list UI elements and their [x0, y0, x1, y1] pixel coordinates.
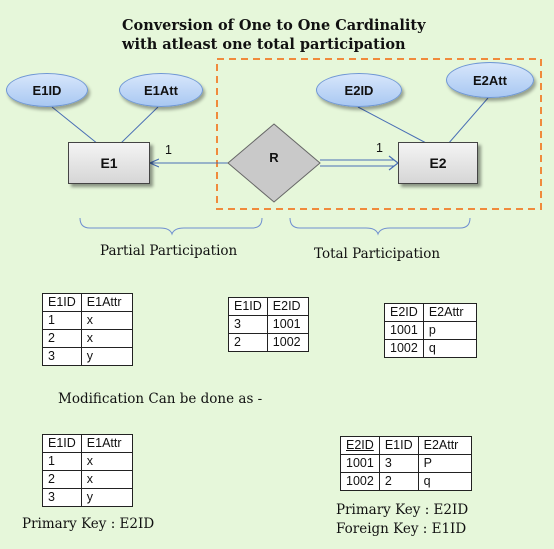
- cardinality-left: 1: [165, 143, 172, 157]
- attribute-e1id: E1ID: [6, 73, 88, 107]
- table-cell: P: [417, 454, 472, 473]
- table-row: 2 1002: [228, 333, 309, 352]
- table-cell: 1001: [266, 315, 309, 334]
- table-header-cell: E1ID: [42, 434, 82, 453]
- table-e2: E2ID E2Attr 1001 p 1002 q: [384, 303, 477, 358]
- table-header-cell: E2ID: [266, 297, 309, 316]
- cardinality-right: 1: [376, 141, 383, 155]
- modification-text: Modification Can be done as -: [58, 391, 263, 407]
- table-header-cell: E1ID: [42, 293, 82, 312]
- table-cell: p: [422, 321, 477, 340]
- table-row: 3 1001: [228, 315, 309, 334]
- table-cell: 1002: [266, 333, 309, 352]
- table-cell: 1001: [340, 454, 380, 473]
- table-cell: 1: [42, 452, 82, 471]
- entity-e2-label: E2: [429, 155, 447, 171]
- table-row: 3 y: [42, 347, 133, 366]
- partial-brace: [79, 217, 263, 236]
- entity-e2: E2: [398, 142, 478, 184]
- table-row: 2 x: [42, 470, 133, 489]
- e2att-connector: [447, 97, 489, 145]
- table-row: 1 x: [42, 452, 133, 471]
- table-header-cell: E1Attr: [80, 434, 133, 453]
- total-participation-box: [216, 58, 542, 210]
- relationship-label: R: [269, 150, 279, 165]
- table-cell: 1002: [384, 339, 424, 358]
- table-row: 2 x: [42, 329, 133, 348]
- total-brace: [289, 217, 471, 236]
- table-cell: 1001: [384, 321, 424, 340]
- attribute-e2att: E2Att: [446, 62, 534, 98]
- table-header-cell: E1ID: [228, 297, 268, 316]
- table-cell: 1002: [340, 472, 380, 491]
- relationship-diamond: [227, 123, 321, 203]
- table-cell: 3: [228, 315, 268, 334]
- table-cell: q: [422, 339, 477, 358]
- attribute-e2att-label: E2Att: [473, 72, 507, 88]
- entity-e1-label: E1: [100, 155, 118, 171]
- table-cell: y: [80, 347, 133, 366]
- table-e2-modified: E2ID E1ID E2Attr 1001 3 P 1002 2 q: [340, 436, 472, 491]
- table-cell: x: [80, 311, 133, 330]
- right-foreign-key-label: Foreign Key : E1ID: [336, 521, 467, 537]
- e1id-connector: [51, 106, 99, 145]
- table-header-row: E1ID E1Attr: [42, 293, 133, 312]
- title-line-1: Conversion of One to One Cardinality: [122, 17, 426, 34]
- attribute-e1att-label: E1Att: [144, 82, 178, 98]
- table-r: E1ID E2ID 3 1001 2 1002: [228, 297, 309, 352]
- table-header-cell: E2ID: [384, 303, 424, 322]
- table-cell: 1: [42, 311, 82, 330]
- table-row: 1 x: [42, 311, 133, 330]
- table-row: 1001 p: [384, 321, 477, 340]
- table-cell: y: [80, 488, 133, 507]
- partial-participation-label: Partial Participation: [100, 243, 238, 259]
- diagram-title: Conversion of One to One Cardinality wit…: [122, 16, 442, 54]
- table-header-row: E2ID E1ID E2Attr: [340, 436, 472, 455]
- table-header-cell: E1Attr: [80, 293, 133, 312]
- table-e1: E1ID E1Attr 1 x 2 x 3 y: [42, 293, 133, 366]
- right-primary-key-label: Primary Key : E2ID: [336, 502, 469, 518]
- table-cell: 3: [42, 488, 82, 507]
- table-header-row: E1ID E1Attr: [42, 434, 133, 453]
- e2id-connector: [357, 106, 429, 145]
- table-header-cell-primary-key: E2ID: [340, 436, 380, 455]
- total-participation-label: Total Participation: [314, 246, 441, 262]
- attribute-e1id-label: E1ID: [32, 82, 62, 98]
- table-cell: x: [80, 329, 133, 348]
- table-row: 1001 3 P: [340, 454, 472, 473]
- table-cell: 2: [42, 329, 82, 348]
- table-e1-modified: E1ID E1Attr 1 x 2 x 3 y: [42, 434, 133, 507]
- table-header-cell: E2Attr: [417, 436, 472, 455]
- table-header-cell: E1ID: [378, 436, 419, 455]
- attribute-e1att: E1Att: [119, 73, 203, 107]
- table-cell: 2: [42, 470, 82, 489]
- table-cell: x: [80, 470, 133, 489]
- table-cell: x: [80, 452, 133, 471]
- table-row: 1002 2 q: [340, 472, 472, 491]
- table-cell: 2: [228, 333, 268, 352]
- table-header-row: E1ID E2ID: [228, 297, 309, 316]
- e1att-connector: [119, 106, 159, 145]
- r-to-e2-arrowhead: [388, 155, 399, 171]
- table-header-cell: E2Attr: [422, 303, 477, 322]
- attribute-e2id: E2ID: [316, 73, 402, 107]
- table-cell: 3: [42, 347, 82, 366]
- attribute-e2id-label: E2ID: [344, 82, 374, 98]
- left-primary-key-label: Primary Key : E2ID: [22, 516, 155, 532]
- table-cell: 2: [378, 472, 419, 491]
- table-cell: q: [417, 472, 472, 491]
- table-header-row: E2ID E2Attr: [384, 303, 477, 322]
- table-row: 3 y: [42, 488, 133, 507]
- table-cell: 3: [378, 454, 419, 473]
- title-line-2: with atleast one total participation: [122, 36, 406, 53]
- table-row: 1002 q: [384, 339, 477, 358]
- entity-e1: E1: [68, 142, 150, 184]
